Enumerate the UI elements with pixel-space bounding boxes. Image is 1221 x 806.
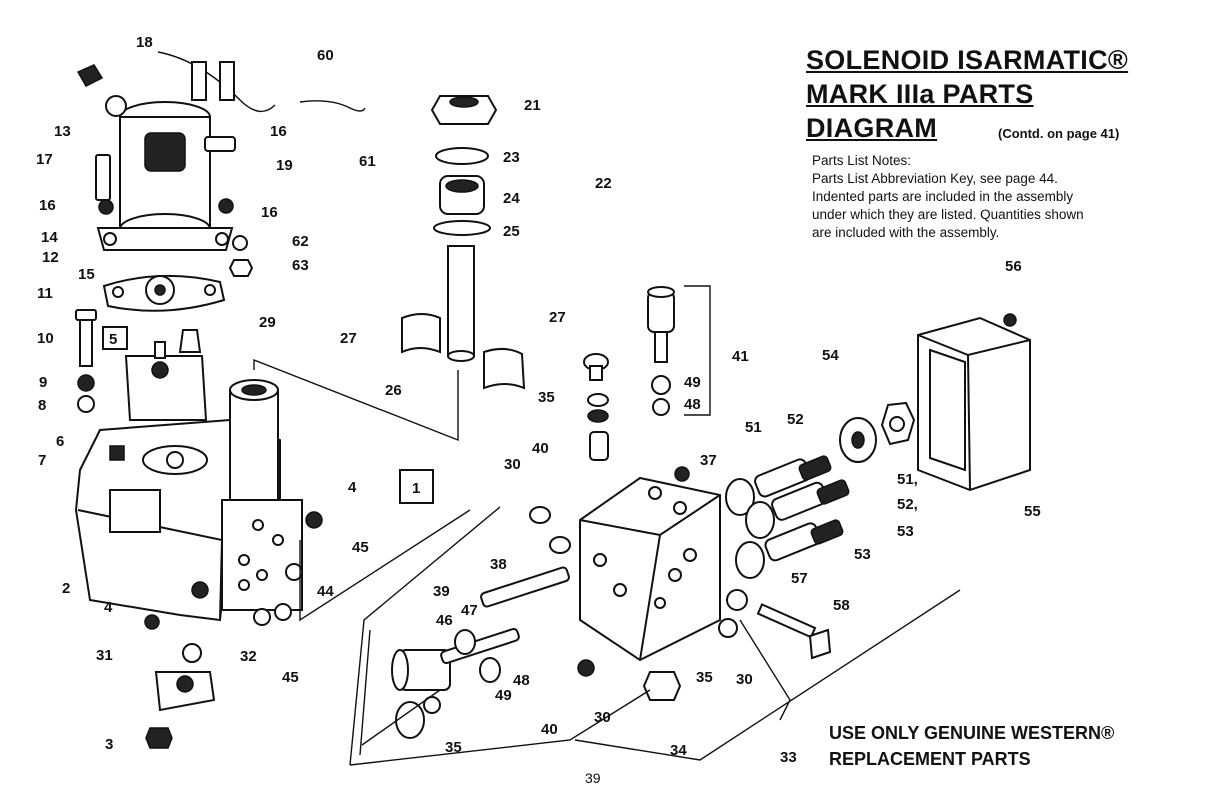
callout-22: 22 xyxy=(595,175,612,192)
callout-38: 38 xyxy=(490,556,507,573)
callout-41: 41 xyxy=(732,348,749,365)
callout-16c: 16 xyxy=(261,204,278,221)
valve-block-drawing xyxy=(349,285,961,766)
callout-27b: 27 xyxy=(549,309,566,326)
callout-24: 24 xyxy=(503,190,520,207)
notes-line: under which they are listed. Quantities … xyxy=(812,207,1084,222)
callout-37: 37 xyxy=(700,452,717,469)
callout-54: 54 xyxy=(822,347,839,364)
callout-18: 18 xyxy=(136,34,153,51)
notes-line: Parts List Abbreviation Key, see page 44… xyxy=(812,171,1058,186)
callout-49b: 49 xyxy=(684,374,701,391)
title-line-2: MARK IIIa PARTS xyxy=(806,79,1034,109)
assembly-box-1-label: 1 xyxy=(412,480,420,497)
callout-15: 15 xyxy=(78,266,95,283)
callout-58: 58 xyxy=(833,597,850,614)
callout-9: 9 xyxy=(39,374,47,391)
callout-19: 19 xyxy=(276,157,293,174)
valve-stack-drawing xyxy=(401,95,526,390)
callout-3: 3 xyxy=(105,736,113,753)
callout-27a: 27 xyxy=(340,330,357,347)
callout-44: 44 xyxy=(317,583,334,600)
callout-33: 33 xyxy=(780,749,797,766)
callout-35b: 35 xyxy=(445,739,462,756)
callout-34: 34 xyxy=(670,742,687,759)
callout-45a: 45 xyxy=(282,669,299,686)
callout-56: 56 xyxy=(1005,258,1022,275)
title-line-3: DIAGRAM xyxy=(806,113,938,143)
callout-26: 26 xyxy=(385,382,402,399)
callout-55: 55 xyxy=(1024,503,1041,520)
footer-line-1: USE ONLY GENUINE WESTERN® xyxy=(829,723,1115,743)
callout-52-group: 52, xyxy=(897,496,918,513)
notes-heading: Parts List Notes: xyxy=(812,153,912,168)
callout-40a: 40 xyxy=(532,440,549,457)
callout-12: 12 xyxy=(42,249,59,266)
callout-21: 21 xyxy=(524,97,541,114)
footer-line-2: REPLACEMENT PARTS xyxy=(829,749,1031,769)
callout-48a: 48 xyxy=(513,672,530,689)
callout-53a: 53 xyxy=(854,546,871,563)
callout-30a: 30 xyxy=(504,456,521,473)
pump-base-drawing xyxy=(74,358,471,749)
callout-8: 8 xyxy=(38,397,46,414)
callout-7: 7 xyxy=(38,452,46,469)
callout-46: 46 xyxy=(436,612,453,629)
continued-note: (Contd. on page 41) xyxy=(998,126,1120,141)
callout-30b: 30 xyxy=(594,709,611,726)
callout-16a: 16 xyxy=(270,123,287,140)
callout-32: 32 xyxy=(240,648,257,665)
callout-53-group: 53 xyxy=(897,523,914,540)
callout-49a: 49 xyxy=(495,687,512,704)
page-number: 39 xyxy=(585,770,601,786)
callout-31: 31 xyxy=(96,647,113,664)
callout-25: 25 xyxy=(503,223,520,240)
parts-list-notes: Parts List Notes: Parts List Abbreviatio… xyxy=(812,152,1162,242)
callout-47: 47 xyxy=(461,602,478,619)
solenoid-drawing xyxy=(75,51,366,421)
callout-4a: 4 xyxy=(104,599,113,616)
coils-drawing xyxy=(725,313,1031,579)
footer-notice: USE ONLY GENUINE WESTERN® REPLACEMENT PA… xyxy=(829,720,1114,772)
notes-line: Indented parts are included in the assem… xyxy=(812,189,1074,204)
callout-51-group: 51, xyxy=(897,471,918,488)
callout-63: 63 xyxy=(292,257,309,274)
assembly-box-5-label: 5 xyxy=(109,331,117,348)
notes-line: are included with the assembly. xyxy=(812,225,1000,240)
callout-48b: 48 xyxy=(684,396,701,413)
assembly-box-5 xyxy=(102,326,128,350)
callout-14: 14 xyxy=(41,229,58,246)
callout-35c: 35 xyxy=(696,669,713,686)
callout-40b: 40 xyxy=(541,721,558,738)
callout-29: 29 xyxy=(259,314,276,331)
callout-11: 11 xyxy=(37,285,53,302)
callout-6: 6 xyxy=(56,433,64,450)
callout-57: 57 xyxy=(791,570,808,587)
assembly-box-1 xyxy=(399,469,434,504)
callout-45b: 45 xyxy=(352,539,369,556)
callout-51: 51 xyxy=(745,419,762,436)
callout-10: 10 xyxy=(37,330,54,347)
callout-16b: 16 xyxy=(39,197,56,214)
callout-62: 62 xyxy=(292,233,309,250)
callout-60: 60 xyxy=(317,47,334,64)
callout-23: 23 xyxy=(503,149,520,166)
callout-13: 13 xyxy=(54,123,71,140)
callout-2: 2 xyxy=(62,580,70,597)
callout-4b: 4 xyxy=(348,479,357,496)
callout-52: 52 xyxy=(787,411,804,428)
callout-35a: 35 xyxy=(538,389,555,406)
title-line-1: SOLENOID ISARMATIC® xyxy=(806,45,1129,75)
callout-labels: 18 60 13 16 17 19 61 16 16 14 12 62 63 1… xyxy=(36,34,1041,766)
callout-39: 39 xyxy=(433,583,450,600)
callout-30c: 30 xyxy=(736,671,753,688)
callout-61: 61 xyxy=(359,153,376,170)
callout-17: 17 xyxy=(36,151,53,168)
